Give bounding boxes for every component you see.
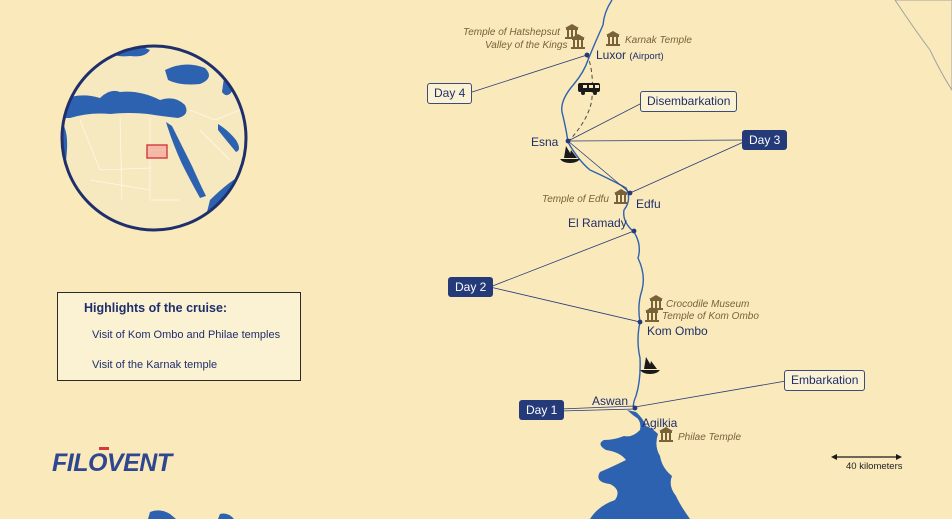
place-esna: Esna — [531, 135, 559, 149]
day-3-label: Day 3 — [742, 130, 788, 150]
town-dots — [565, 52, 643, 411]
felucca-icon — [640, 357, 660, 374]
place-el-ramady: El Ramady — [568, 216, 627, 230]
red-sea-coastline — [894, 0, 952, 91]
legend-title: Highlights of the cruise: — [84, 301, 228, 315]
place-kom-ombo: Kom Ombo — [647, 324, 708, 338]
highlights-legend: Highlights of the cruise: Visit of Kom O… — [57, 292, 301, 381]
felucca-icon — [560, 146, 580, 163]
poi-karnak: Karnak Temple — [625, 35, 692, 46]
locator-rectangle — [146, 144, 168, 159]
place-edfu: Edfu — [636, 197, 661, 211]
lake-nasser — [590, 410, 690, 519]
embarkation-label: Embarkation — [784, 370, 866, 391]
temple-icon — [606, 31, 620, 46]
place-aswan: Aswan — [592, 394, 629, 408]
van-icon — [578, 83, 600, 95]
legend-item: Visit of the Karnak temple — [92, 359, 218, 371]
poi-kom-ombo-temple: Temple of Kom Ombo — [662, 311, 759, 322]
day-1-label: Day 1 — [519, 400, 565, 420]
day-2-label: Day 2 — [448, 277, 494, 297]
disembarkation-label: Disembarkation — [640, 91, 738, 112]
connector-lines — [468, 54, 787, 412]
poi-valley-kings: Valley of the Kings — [485, 40, 568, 51]
filovent-logo: FILOVENT — [52, 449, 172, 477]
road-transfer — [567, 54, 593, 143]
temple-icon — [614, 189, 628, 204]
poi-hatshepsut: Temple of Hatshepsut — [463, 27, 560, 38]
scale-label: 40 kilometers — [846, 461, 903, 472]
day-4-label: Day 4 — [427, 83, 473, 104]
place-luxor: Luxor (Airport) — [596, 48, 664, 62]
lake-fragment — [218, 513, 234, 519]
scale-bar — [831, 454, 902, 460]
lake-fragment — [148, 510, 176, 519]
nile-river — [561, 0, 645, 411]
poi-edfu-temple: Temple of Edfu — [542, 194, 609, 205]
logo-ring-icon — [99, 447, 109, 450]
poi-philae: Philae Temple — [678, 432, 742, 443]
globe-inset — [60, 44, 248, 232]
temple-icon — [571, 34, 585, 49]
place-agilkia: Agilkia — [642, 416, 678, 430]
poi-crocodile-museum: Crocodile Museum — [666, 299, 750, 310]
legend-item: Visit of Kom Ombo and Philae temples — [92, 329, 281, 341]
